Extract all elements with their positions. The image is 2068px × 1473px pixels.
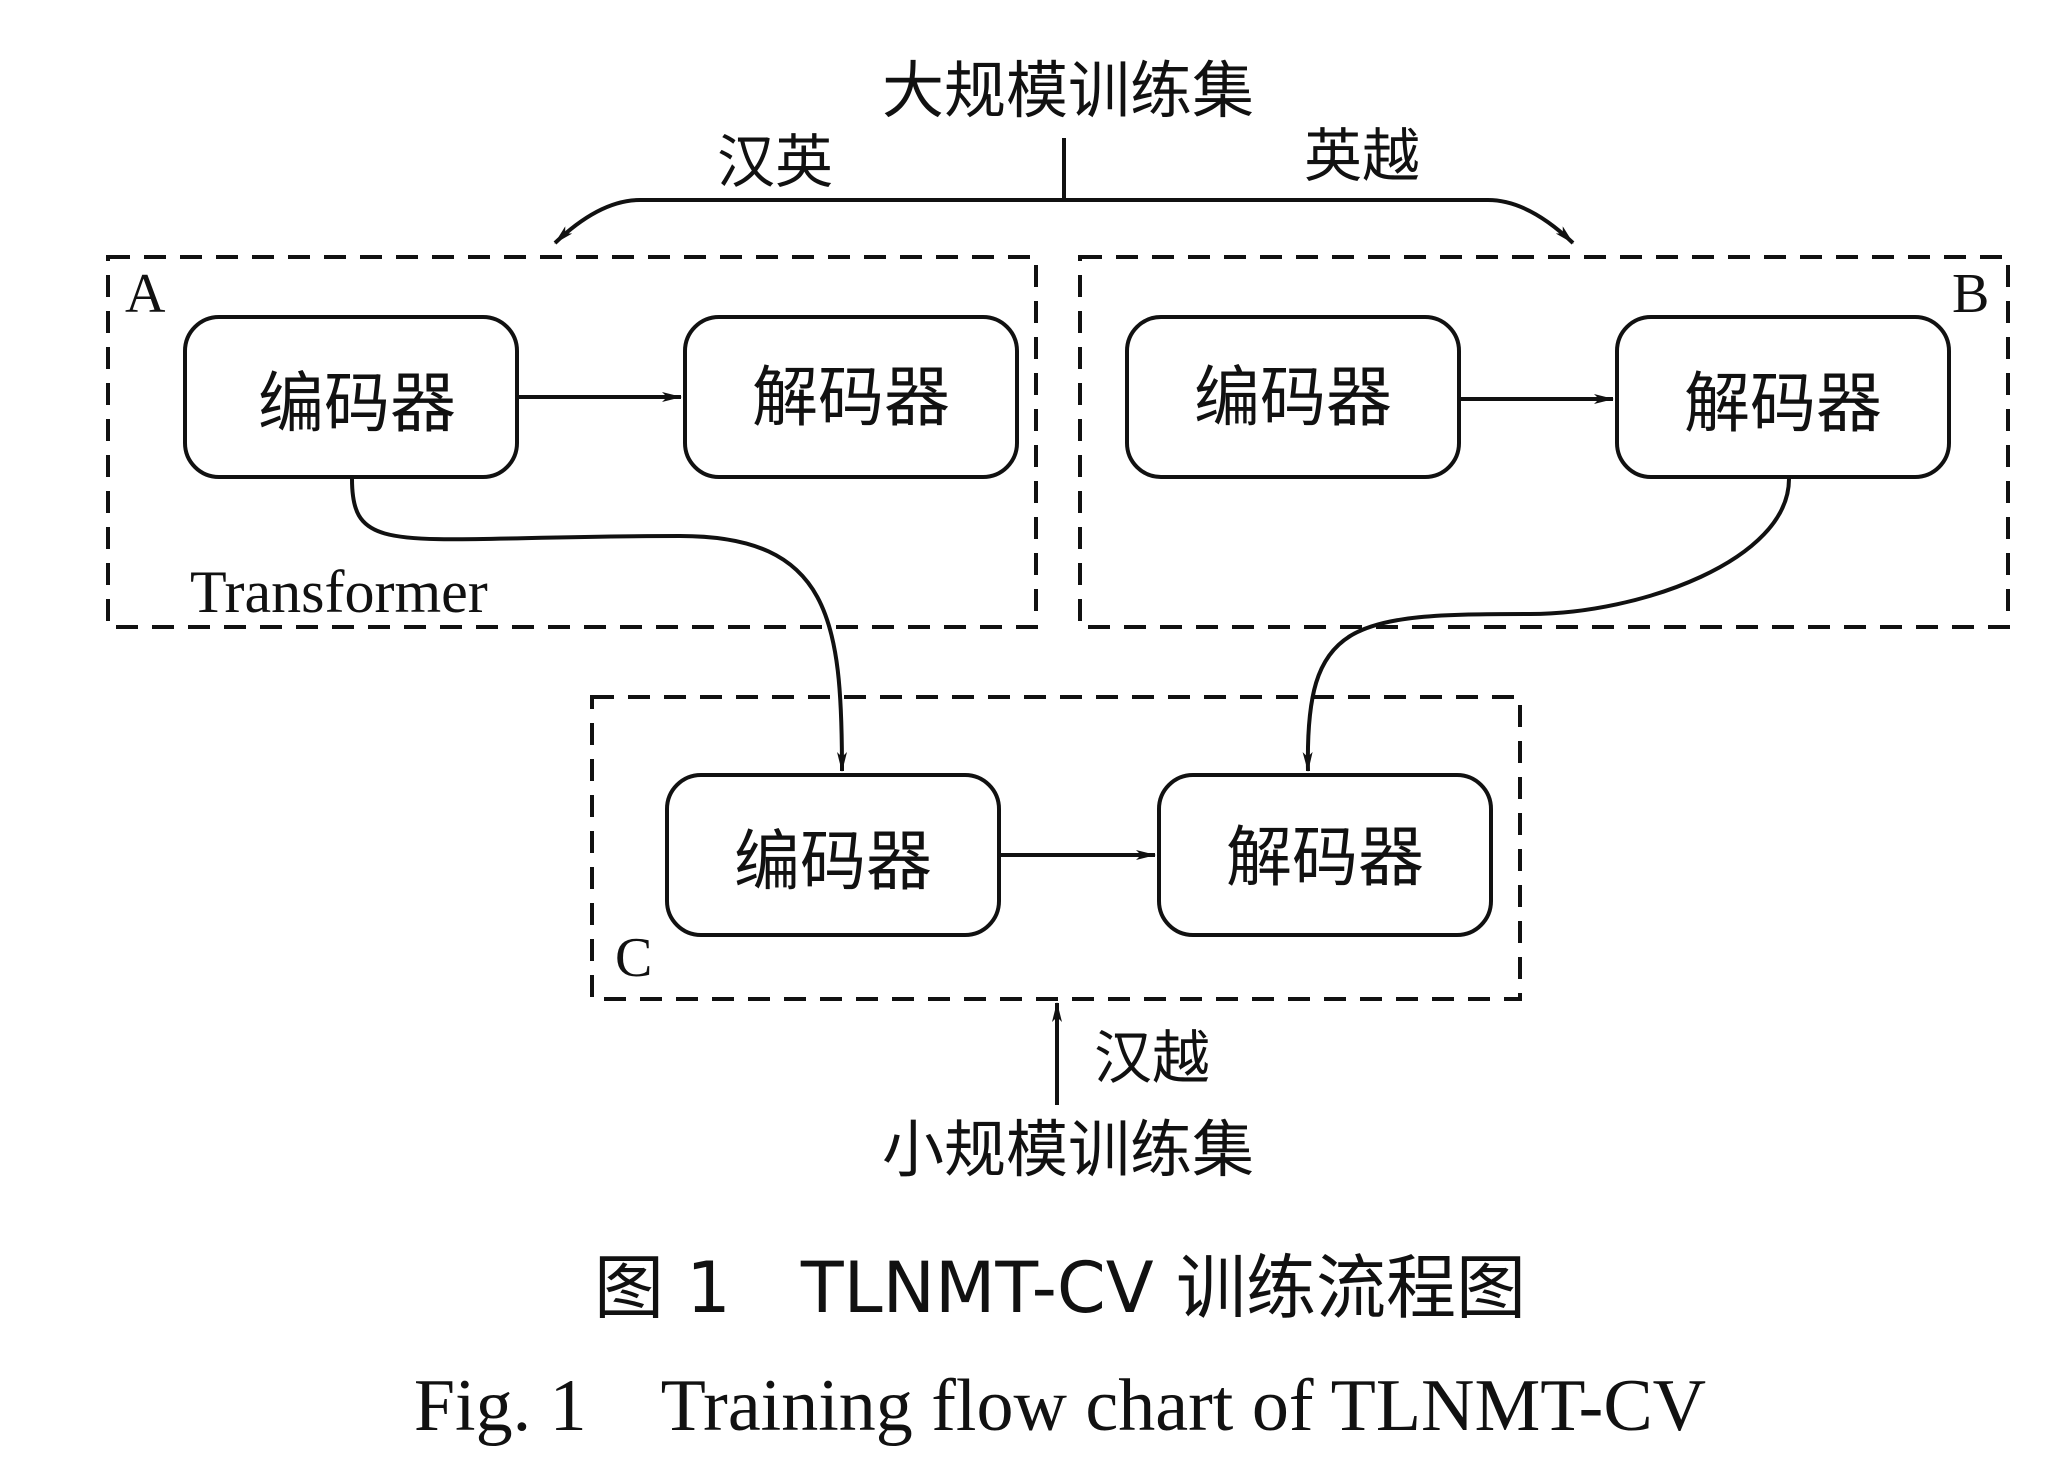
group-b-encoder-label: 编码器 xyxy=(1194,359,1392,436)
group-c-encoder-label: 编码器 xyxy=(734,823,932,900)
top-left-label: 汉英 xyxy=(717,128,833,196)
group-a-letter: A xyxy=(125,263,166,325)
group-a-caption: Transformer xyxy=(190,559,488,625)
top-right-arrow xyxy=(1064,198,1575,245)
group-a-encoder-label: 编码器 xyxy=(258,365,456,442)
group-c-letter: C xyxy=(615,927,652,989)
group-b-decoder-box xyxy=(1615,315,1951,479)
group-a-encoder-box xyxy=(183,315,519,479)
group-b-letter: B xyxy=(1952,263,1989,325)
top-title: 大规模训练集 xyxy=(882,54,1254,127)
group-a-decoder-label: 解码器 xyxy=(752,359,950,436)
top-left-arrow xyxy=(553,198,1064,245)
group-b-encoder-box xyxy=(1125,315,1461,479)
group-b-decoder-label: 解码器 xyxy=(1684,365,1882,442)
encoder-transfer-arrow xyxy=(350,478,847,772)
top-right-label: 英越 xyxy=(1304,122,1420,190)
figure-caption-cn: 图 1 TLNMT-CV 训练流程图 xyxy=(594,1247,1526,1329)
group-c-decoder-label: 解码器 xyxy=(1226,819,1424,896)
bottom-label: 汉越 xyxy=(1094,1024,1210,1092)
group-c-frame xyxy=(590,695,1522,1001)
group-a-decoder-box xyxy=(683,315,1019,479)
bottom-title: 小规模训练集 xyxy=(882,1113,1254,1186)
group-c-encoder-box xyxy=(665,773,1001,937)
decoder-transfer-arrow xyxy=(1302,478,1791,772)
group-c-decoder-box xyxy=(1157,773,1493,937)
figure-caption-en: Fig. 1 Training flow chart of TLNMT-CV xyxy=(414,1365,1706,1447)
